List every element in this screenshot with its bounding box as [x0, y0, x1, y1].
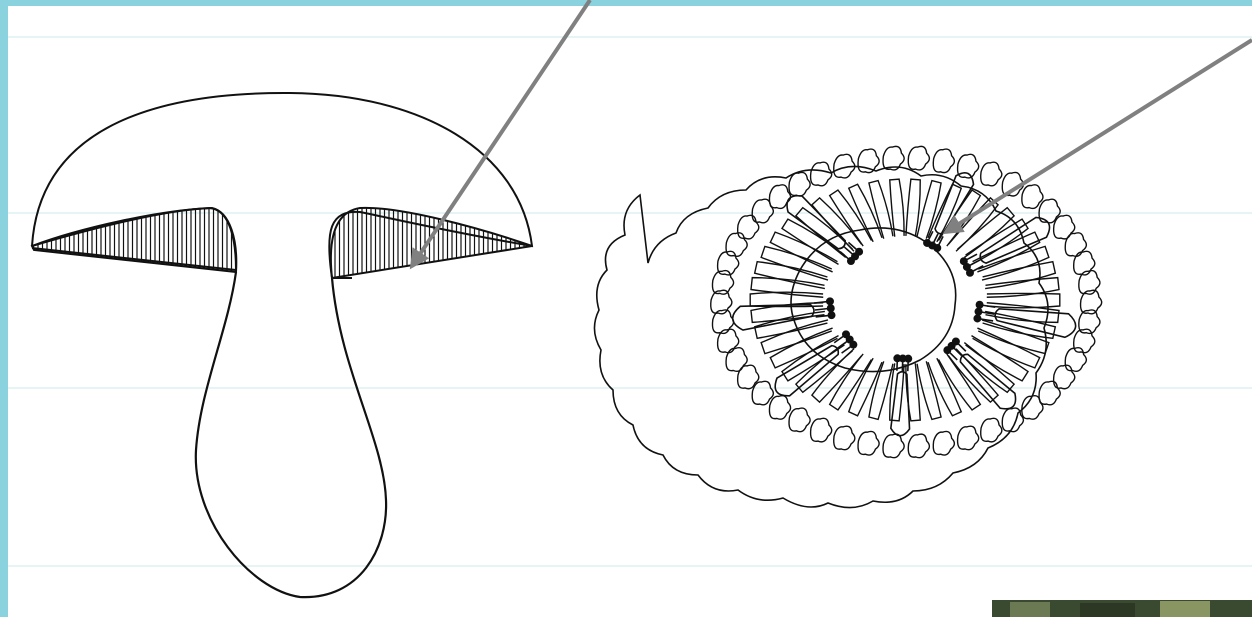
spore — [975, 308, 981, 314]
spore — [894, 355, 900, 361]
spore — [856, 249, 862, 255]
spore — [828, 312, 834, 318]
spore — [976, 302, 982, 308]
spore — [944, 347, 950, 353]
spore — [828, 305, 834, 311]
spore — [967, 270, 973, 276]
spore — [934, 245, 940, 251]
forest-photo-icon — [992, 600, 1252, 617]
spore — [974, 315, 980, 321]
spore — [843, 331, 849, 337]
spore — [827, 298, 833, 304]
